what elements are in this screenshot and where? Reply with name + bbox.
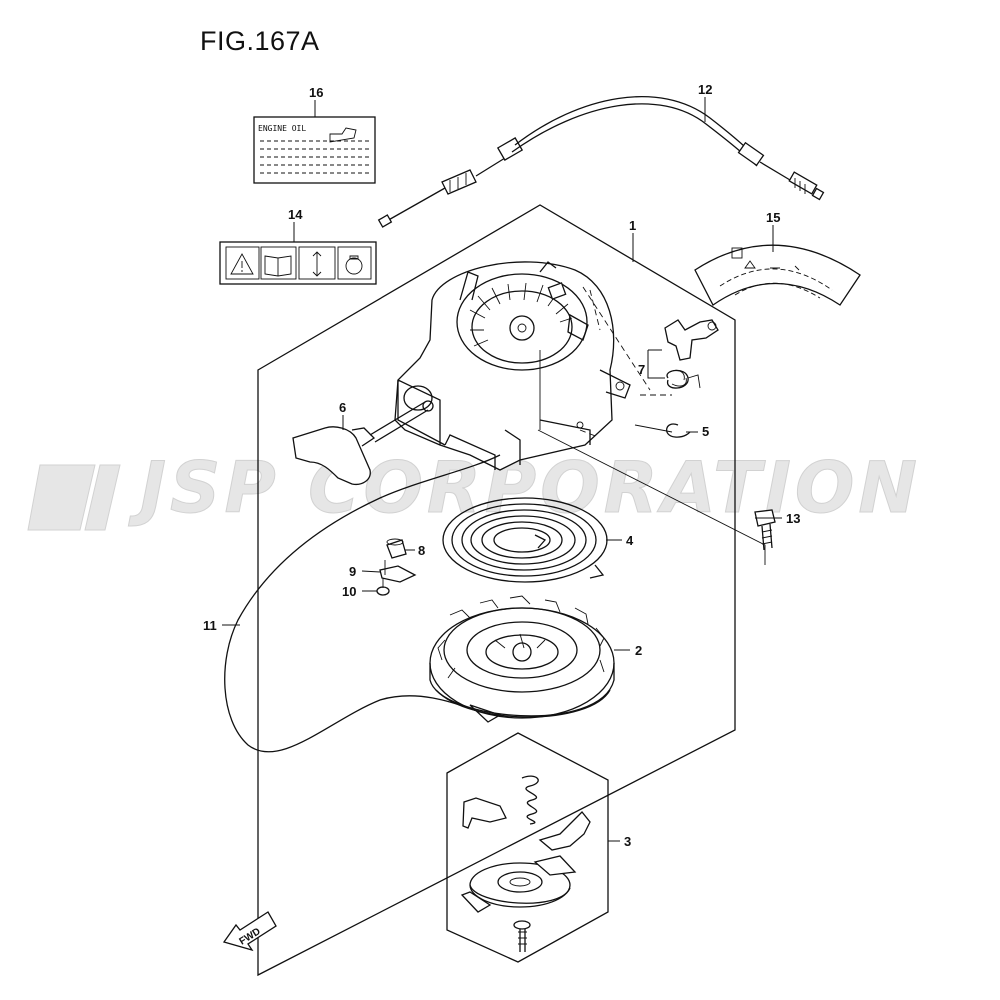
callout-2: 2 xyxy=(635,643,642,658)
callout-3: 3 xyxy=(624,834,631,849)
e-ring-clip xyxy=(666,423,691,438)
callout-5: 5 xyxy=(702,424,709,439)
screw-10 xyxy=(376,586,390,596)
warning-label xyxy=(219,241,377,285)
ratchet-group-outline xyxy=(446,732,609,963)
callout-8: 8 xyxy=(418,543,425,558)
callout-6: 6 xyxy=(339,400,346,415)
choke-decal-icon xyxy=(744,260,800,271)
starter-rope xyxy=(224,454,501,753)
callout-13: 13 xyxy=(786,511,800,526)
forward-direction-badge: FWD xyxy=(222,911,277,952)
figure-title: FIG.167A xyxy=(200,26,320,56)
manual-book-icon xyxy=(264,255,292,277)
ratchet-set xyxy=(460,775,591,952)
small-fasteners xyxy=(376,538,417,596)
engine-oil-label-heading: ENGINE OIL xyxy=(258,124,306,133)
callout-9: 9 xyxy=(349,564,356,579)
callout-7: 7 xyxy=(638,362,645,377)
callout-1: 1 xyxy=(629,218,636,233)
recoil-starter-housing xyxy=(394,261,631,471)
starter-lever-and-spring xyxy=(647,319,719,389)
leader-lines xyxy=(222,97,782,842)
up-down-arrow-icon xyxy=(312,251,322,277)
warning-triangle-icon xyxy=(230,253,254,275)
engine-oil-label: ENGINE OIL xyxy=(253,116,376,184)
start-in-gear-cable xyxy=(377,96,825,228)
assembly-lines xyxy=(537,286,766,565)
assembly-outline xyxy=(257,204,736,977)
cap-icon xyxy=(345,257,363,275)
starter-handle xyxy=(292,400,434,486)
callout-4: 4 xyxy=(626,533,634,548)
plate-9 xyxy=(379,565,417,583)
mounting-bolt xyxy=(754,509,776,551)
rope-reel xyxy=(429,595,615,723)
recoil-spring xyxy=(442,497,608,583)
callout-16: 16 xyxy=(309,85,323,100)
callout-11: 11 xyxy=(203,618,217,633)
callout-14: 14 xyxy=(288,207,303,222)
choke-decal xyxy=(694,244,861,306)
callout-10: 10 xyxy=(342,584,356,599)
callout-12: 12 xyxy=(698,82,712,97)
callout-15: 15 xyxy=(766,210,780,225)
